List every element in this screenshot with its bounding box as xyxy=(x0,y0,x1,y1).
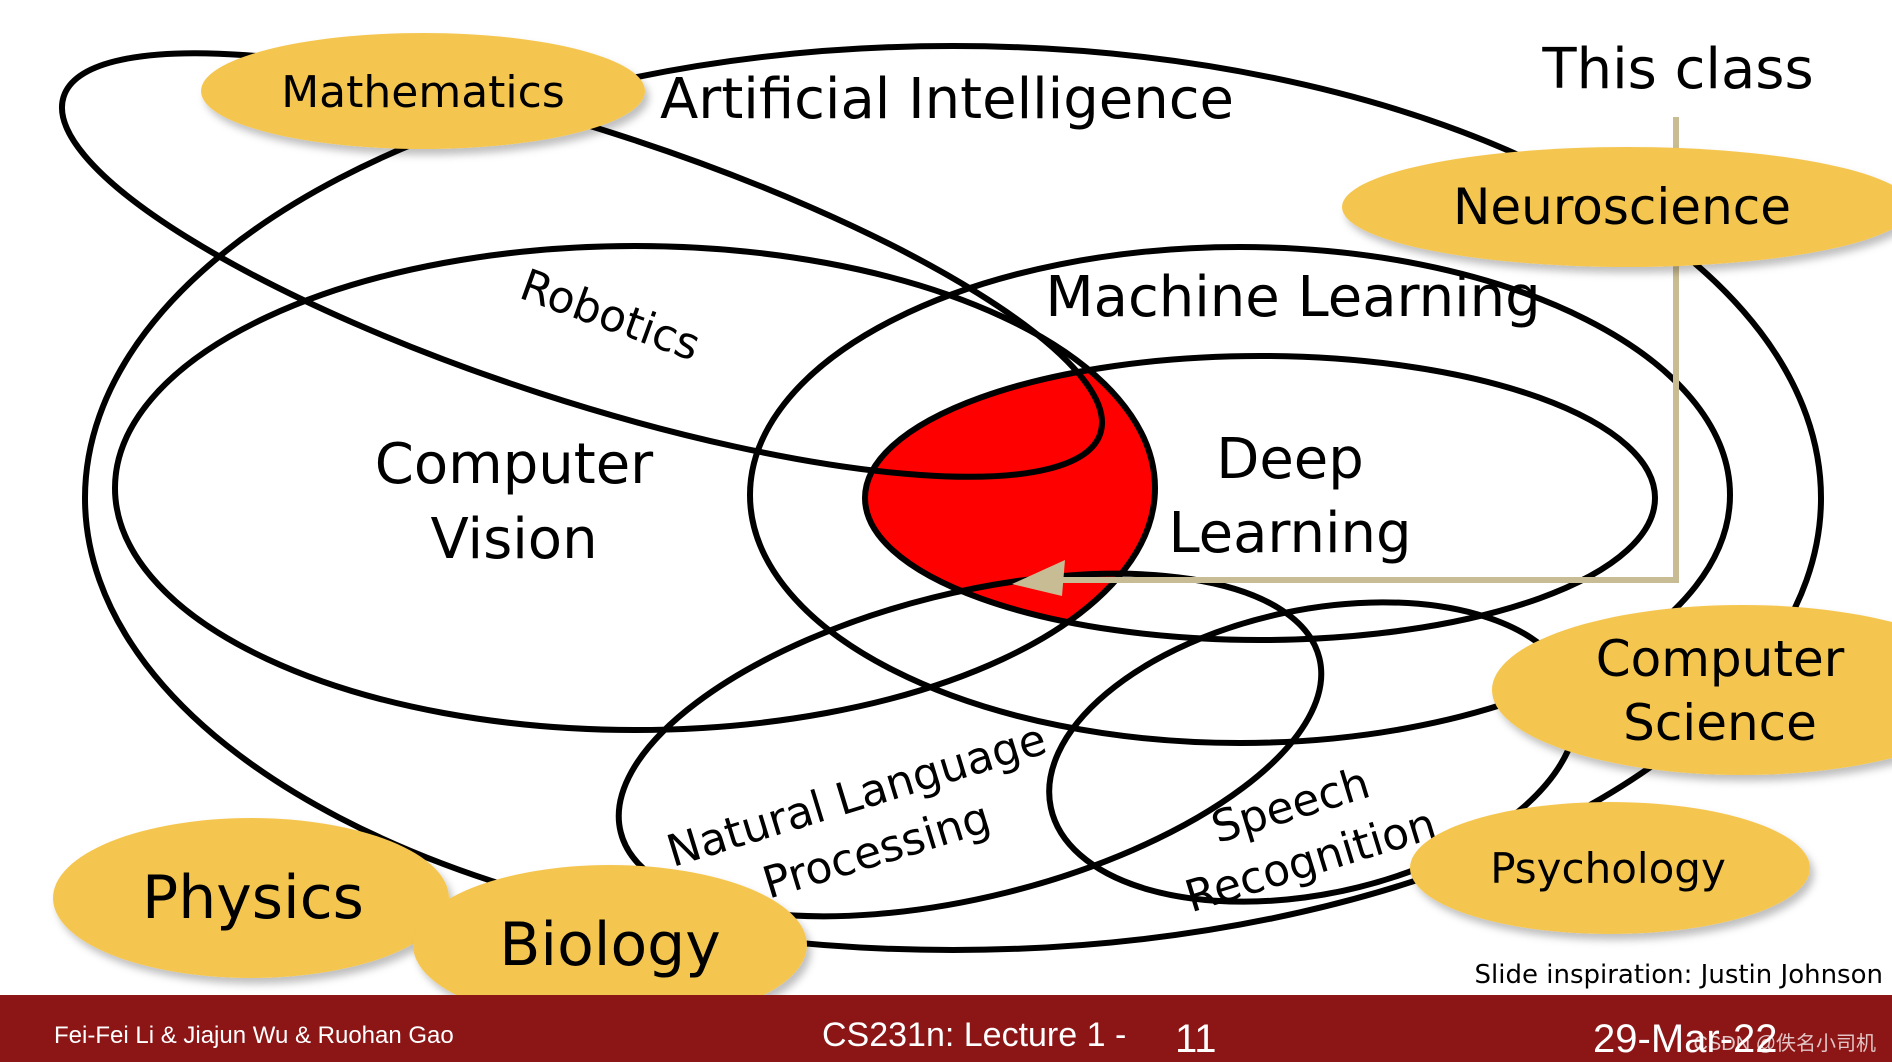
this-class-pointer-arrow xyxy=(1012,560,1065,596)
label-mathematics: Mathematics xyxy=(281,67,565,118)
footer-slide-number: 11 xyxy=(1175,1017,1217,1061)
computer-vision-ellipse xyxy=(112,243,1158,733)
label-deep-learning-line1: Deep xyxy=(1216,427,1364,492)
label-computer-vision-line2: Vision xyxy=(430,507,597,572)
label-computer-science-line1: Computer xyxy=(1596,630,1845,688)
label-neuroscience: Neuroscience xyxy=(1453,178,1791,236)
discipline-neuroscience xyxy=(1342,147,1892,267)
label-physics: Physics xyxy=(142,863,364,933)
discipline-computer-science xyxy=(1492,605,1892,775)
label-psychology: Psychology xyxy=(1490,844,1726,893)
discipline-biology xyxy=(413,865,807,1025)
machine-learning-ellipse xyxy=(747,244,1733,746)
label-robotics: Robotics xyxy=(514,260,707,372)
footer-date: 29-Mar-22 xyxy=(1593,1017,1778,1061)
artificial-intelligence-ellipse xyxy=(82,43,1824,953)
label-computer-vision-line1: Computer xyxy=(375,432,654,497)
deep-learning-ellipse xyxy=(862,353,1658,643)
footer-course: CS231n: Lecture 1 - xyxy=(822,1016,1126,1054)
label-computer-science-line2: Science xyxy=(1623,694,1817,752)
footer-authors: Fei-Fei Li & Jiajun Wu & Ruohan Gao xyxy=(54,1022,454,1049)
footer-bar xyxy=(0,995,1892,1062)
this-class-caption: This class xyxy=(1541,37,1813,102)
label-biology: Biology xyxy=(499,910,721,980)
discipline-physics xyxy=(53,818,449,978)
this-class-pointer-line xyxy=(1050,117,1679,583)
label-machine-learning: Machine Learning xyxy=(1045,265,1540,330)
footer-watermark: CSDN @佚名小司机 xyxy=(1693,1032,1876,1055)
label-deep-learning-line2: Learning xyxy=(1168,501,1411,566)
slide-inspiration: Slide inspiration: Justin Johnson xyxy=(1475,960,1883,990)
robotics-ellipse xyxy=(58,50,1106,480)
discipline-psychology xyxy=(1410,802,1810,934)
discipline-mathematics xyxy=(201,33,645,149)
label-artificial-intelligence: Artificial Intelligence xyxy=(660,67,1234,132)
nlp-ellipse xyxy=(615,570,1325,920)
